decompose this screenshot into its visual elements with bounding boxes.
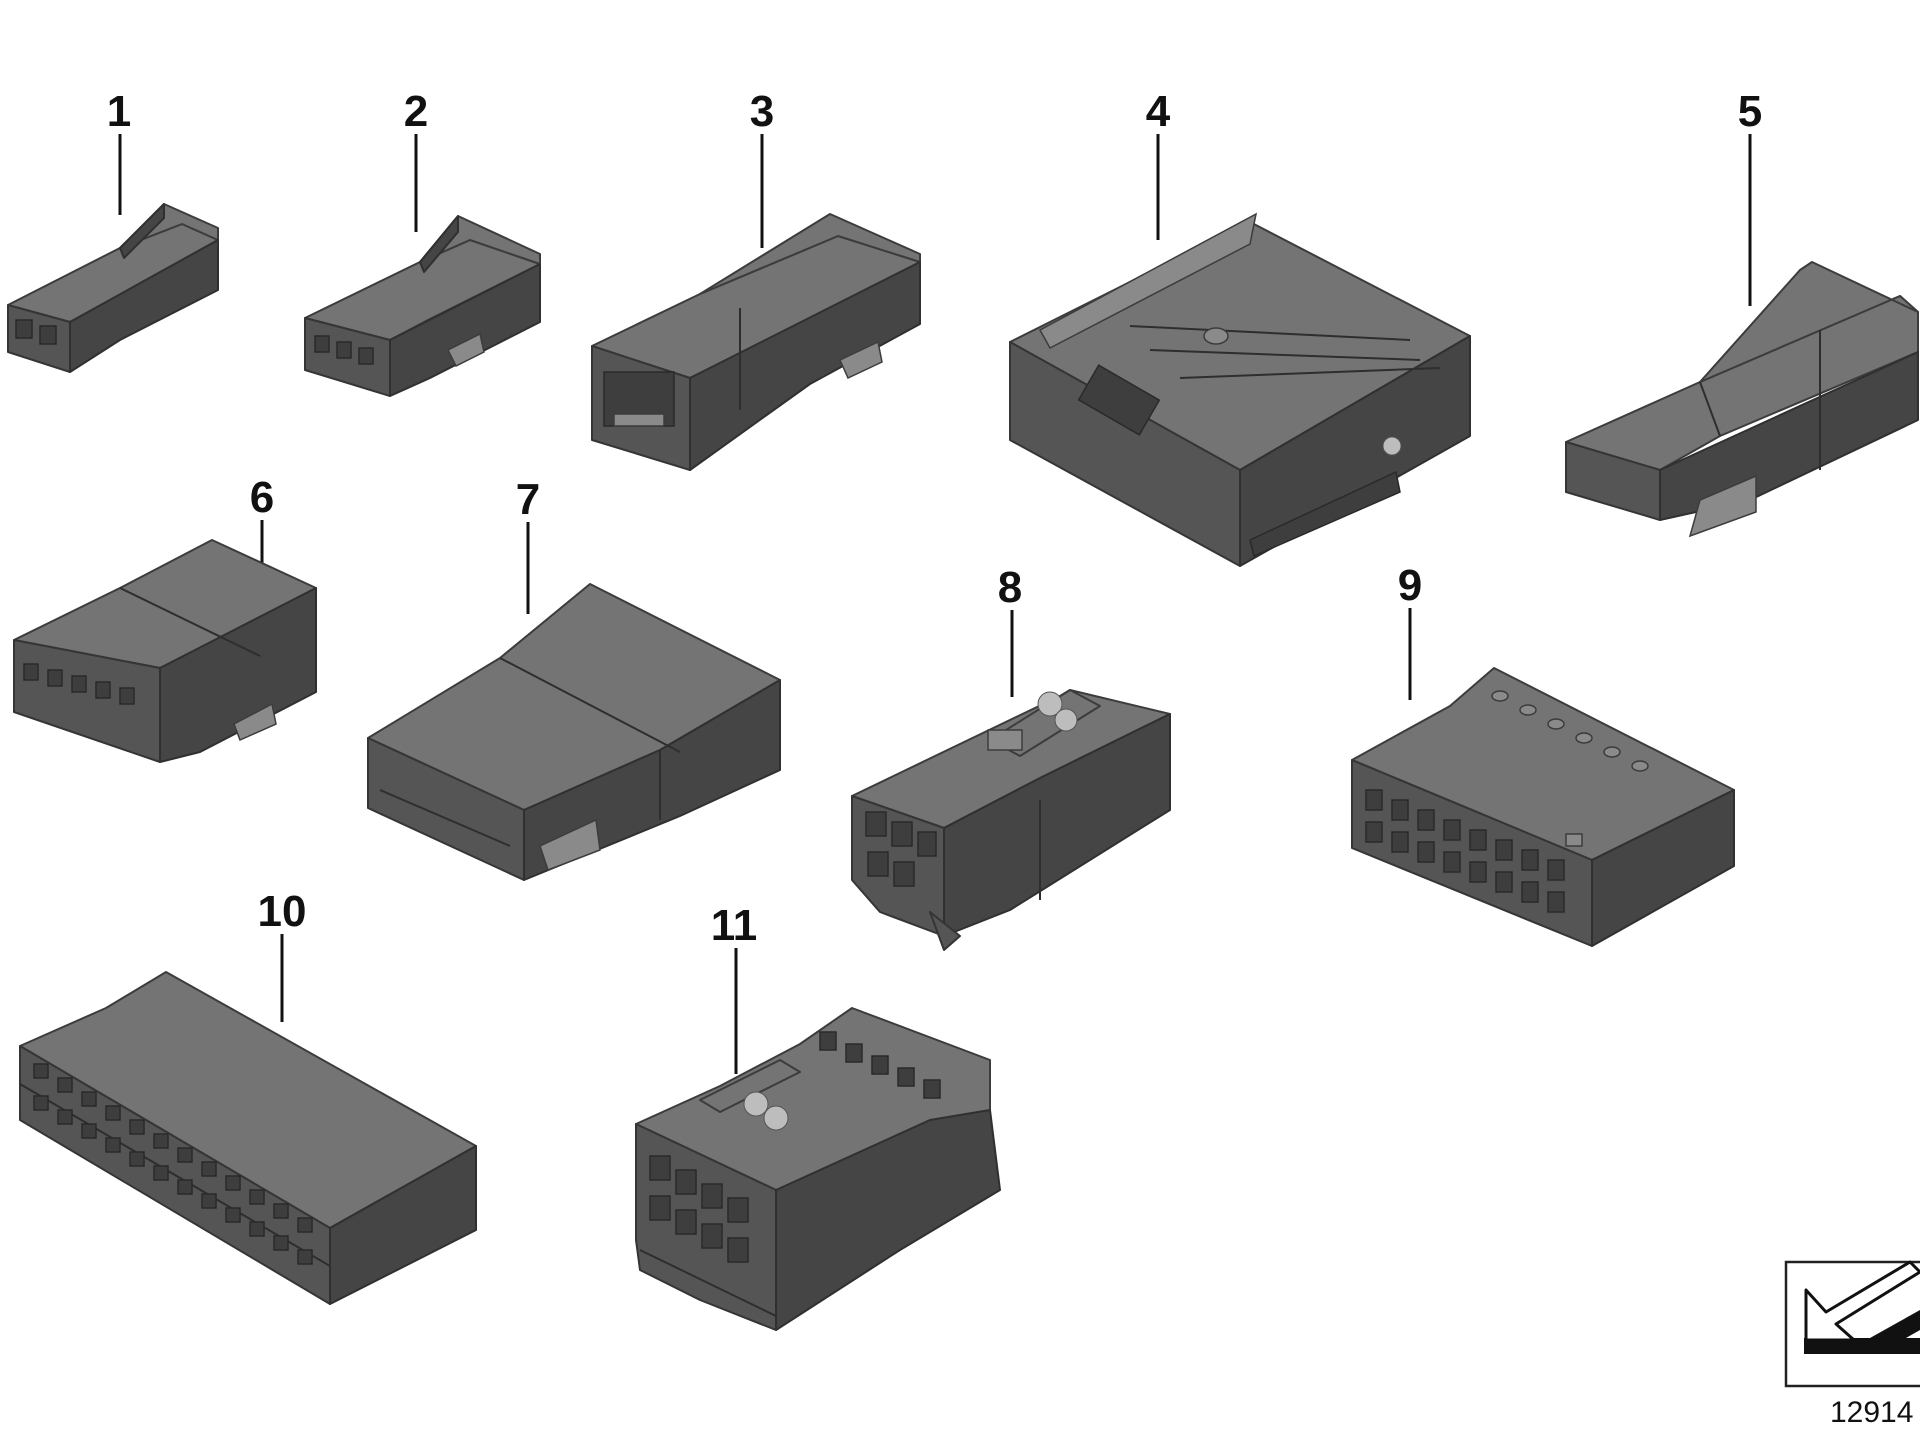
callout-9: 9 [1398,561,1422,610]
direction-arrow-icon [1804,1260,1920,1354]
callout-2: 2 [404,87,428,136]
callout-4: 4 [1146,87,1171,136]
connector-part-10[interactable]: 10 [19,887,477,1305]
connector-part-11[interactable]: 11 [635,901,1001,1331]
callout-3: 3 [750,87,774,136]
callout-8: 8 [998,563,1022,612]
callout-6: 6 [250,473,274,522]
callout-11: 11 [711,901,758,950]
connector-part-3[interactable]: 3 [591,87,921,471]
connector-part-6[interactable]: 6 [13,473,317,763]
reference-number: 12914 [1830,1396,1913,1429]
connector-part-5[interactable]: 5 [1565,87,1919,538]
callout-7: 7 [516,475,540,524]
reference-box: 12914 [1784,1260,1920,1429]
callout-10: 10 [258,887,307,936]
callout-5: 5 [1738,87,1762,136]
callout-1: 1 [107,87,131,136]
connector-part-1[interactable]: 1 [7,87,219,373]
connector-part-8[interactable]: 8 [851,563,1171,951]
connector-part-7[interactable]: 7 [367,475,781,881]
connector-part-2[interactable]: 2 [304,87,541,397]
connector-part-9[interactable]: 9 [1351,561,1735,947]
connector-part-4[interactable]: 4 [1009,87,1471,567]
